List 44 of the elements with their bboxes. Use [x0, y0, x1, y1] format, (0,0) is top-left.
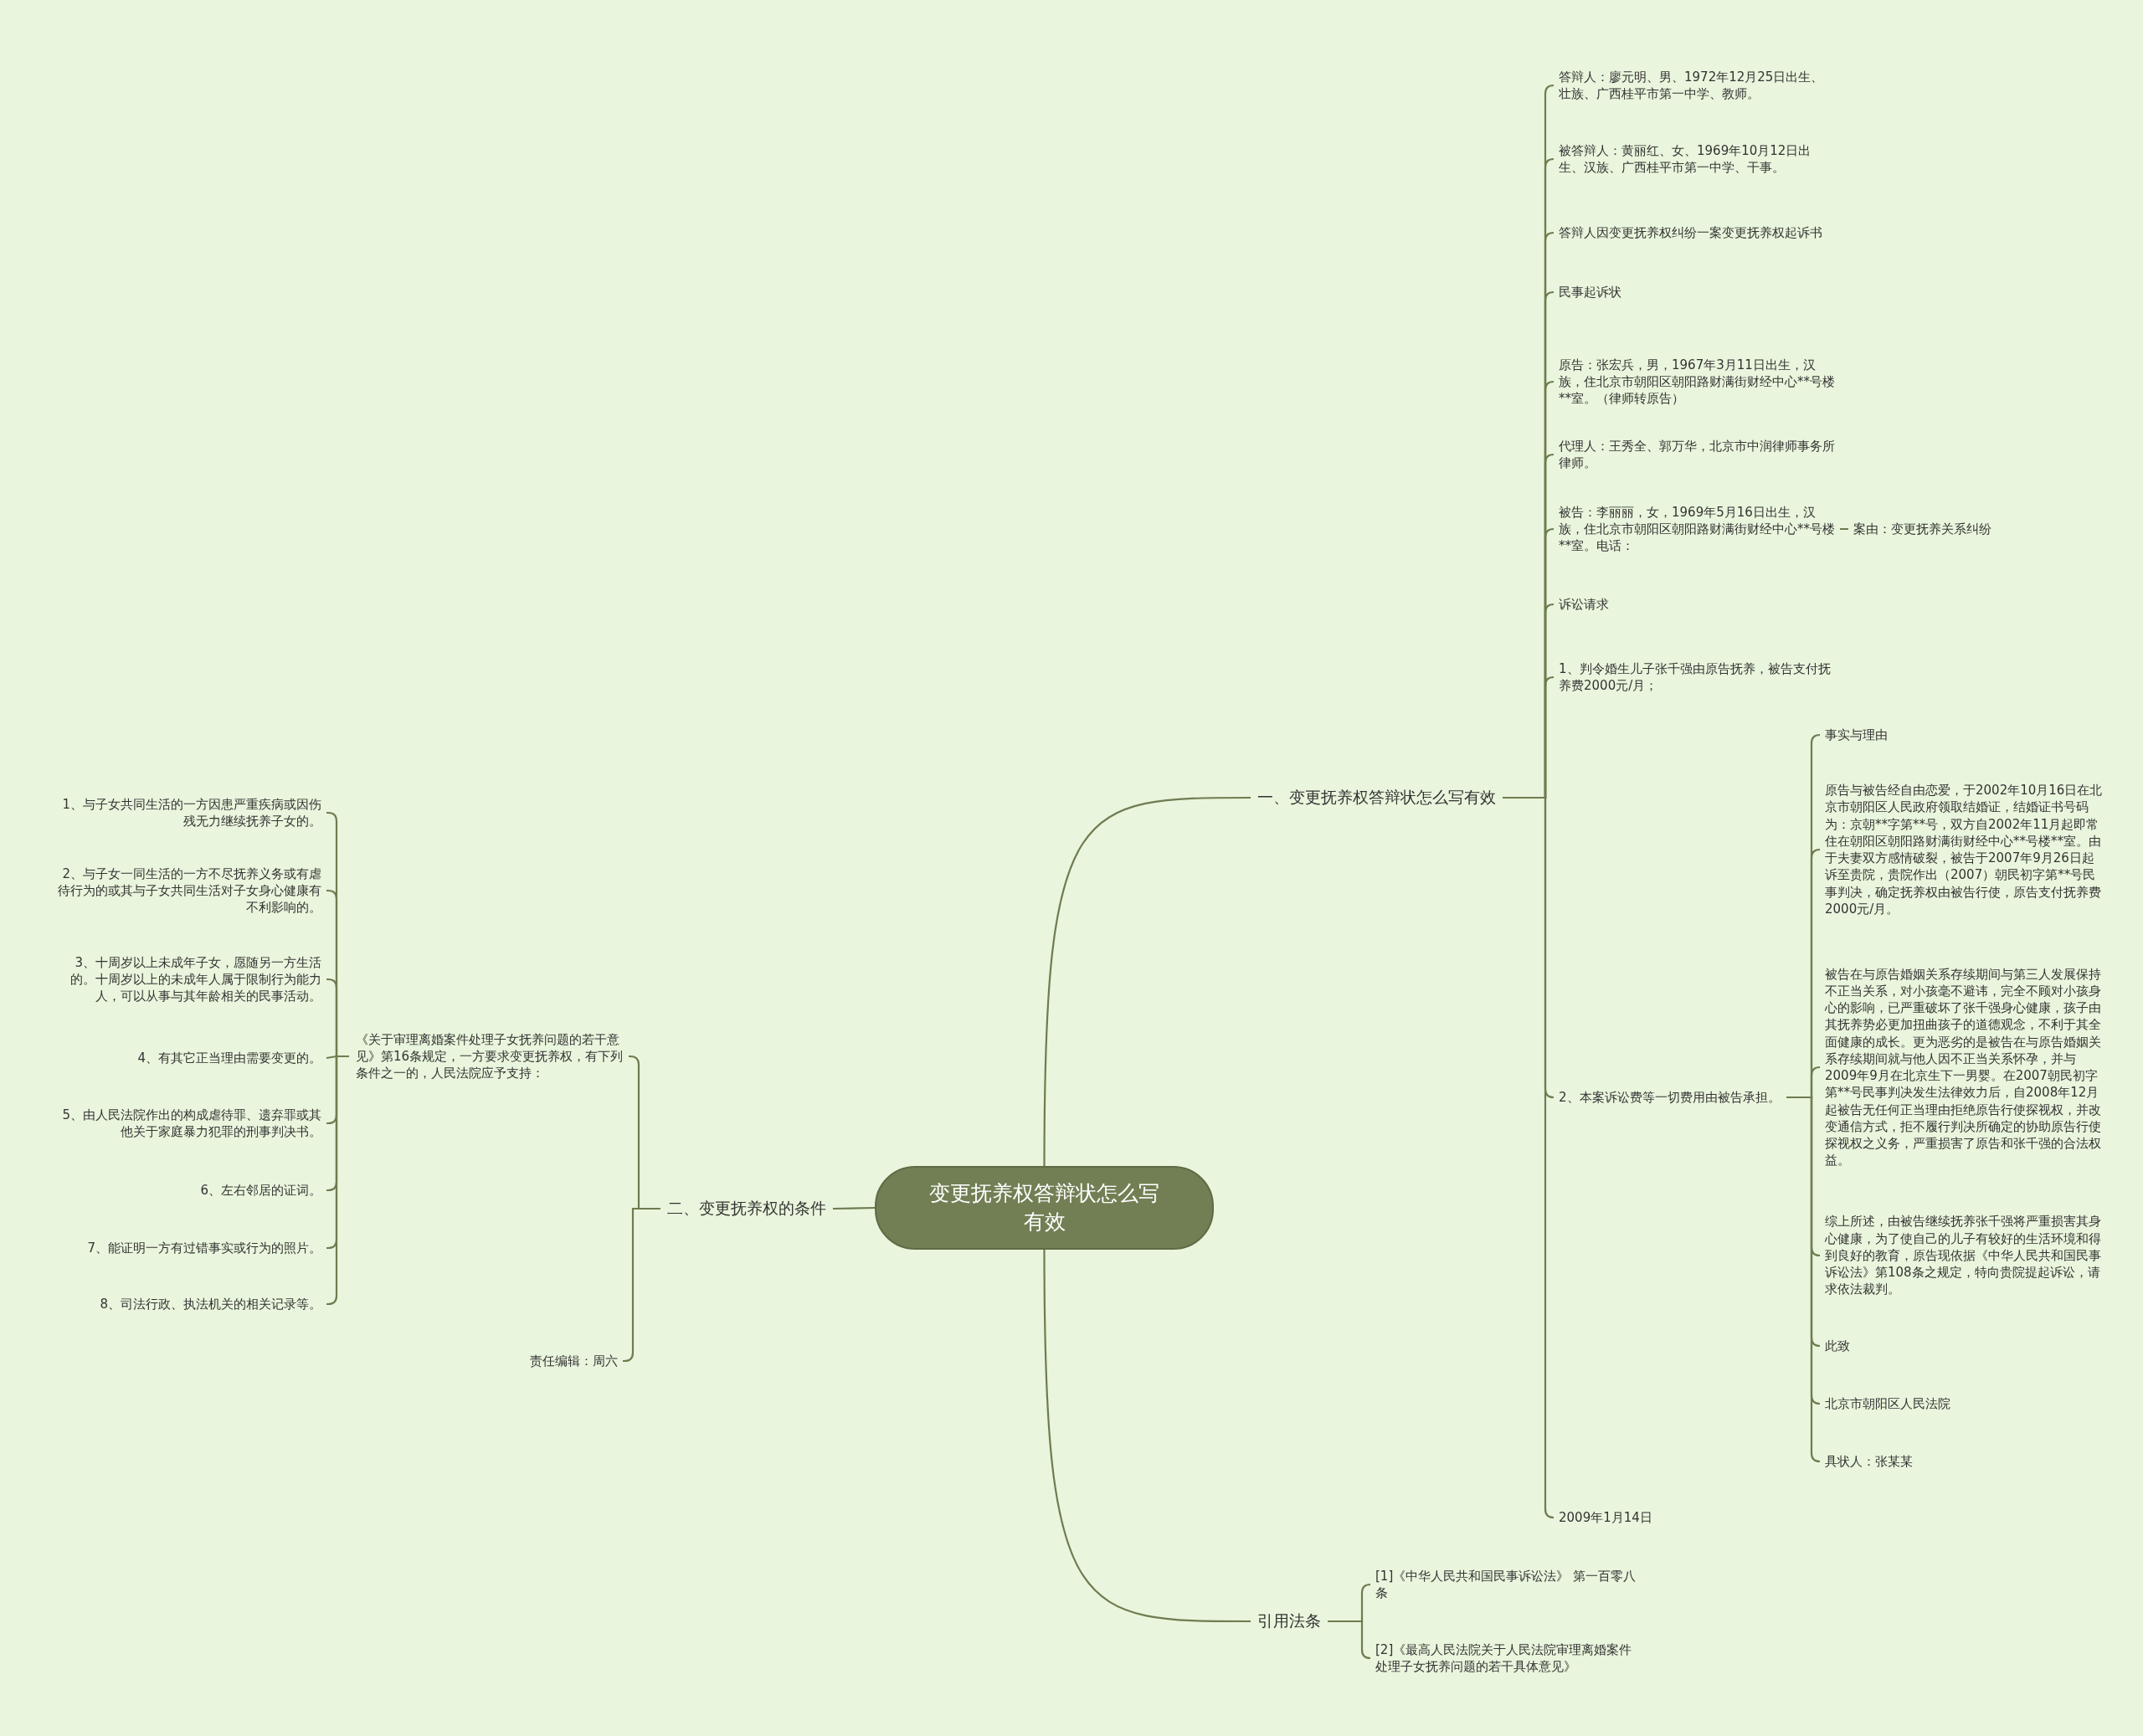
topic-text: 北京市朝阳区人民法院 — [1825, 1394, 2105, 1413]
topic-text: 答辩人因变更抚养权纠纷一案变更抚养权起诉书 — [1559, 223, 1835, 242]
topic-text: 原告与被告经自由恋爱，于2002年10月16日在北京市朝阳区人民政府领取结婚证，结婚证书号码为：京朝**字第**号，双方自2002年11月起即常住在朝阳区朝阳路财满街财经中心**号楼**室。由于夫妻双方感情破裂，被告于2007年9月26日起诉至贵院，贵院作出（2007）朝民初字第**号民事判决，确定抚养权由被告行使，原告支付抚养费2000元/月。 — [1825, 782, 2105, 917]
topic-text: 5、由人民法院作出的构成虐待罪、遗弃罪或其他关于家庭暴力犯罪的刑事判决书。 — [52, 1106, 321, 1141]
central-topic: 变更抚养权答辩状怎么写有效 — [875, 1166, 1214, 1250]
topic-text: [1]《中华人民共和国民事诉讼法》 第一百零八条 — [1375, 1567, 1643, 1602]
topic-text: [2]《最高人民法院关于人民法院审理离婚案件处理子女抚养问题的若干具体意见》 — [1375, 1641, 1643, 1676]
topic-text: 被答辩人：黄丽红、女、1969年10月12日出生、汉族、广西桂平市第一中学、干事。 — [1559, 141, 1835, 177]
topic-text: 2、本案诉讼费等一切费用由被告承担。 — [1559, 1088, 1781, 1107]
topic-text: 代理人：王秀全、郭万华，北京市中润律师事务所律师。 — [1559, 437, 1835, 472]
topic-text: 4、有其它正当理由需要变更的。 — [52, 1049, 321, 1067]
connector-line — [1503, 796, 1555, 1519]
topic-text: 6、左右邻居的证词。 — [52, 1181, 321, 1199]
topic-text: 综上所述，由被告继续抚养张千强将严重损害其身心健康，为了使自己的儿子有较好的生活环境和得到良好的教育，原告现依据《中华人民共和国民事诉讼法》第108条之规定，特向贵院提起诉讼，请求依法裁判。 — [1825, 1213, 2105, 1298]
topic-text: 此致 — [1825, 1337, 2105, 1355]
topic-text: 3、十周岁以上未成年子女，愿随另一方生活的。十周岁以上的未成年人属于限制行为能力人，可以从事与其年龄相关的民事活动。 — [52, 953, 321, 1005]
branch-topic: 引用法条 — [1257, 1610, 1321, 1632]
topic-text: 诉讼请求 — [1559, 595, 1835, 614]
connector-line — [1786, 1096, 1822, 1463]
topic-text: 1、与子女共同生活的一方因患严重疾病或因伤残无力继续抚养子女的。 — [52, 795, 321, 830]
topic-text: 答辩人：廖元明、男、1972年12月25日出生、壮族、广西桂平市第一中学、教师。 — [1559, 68, 1835, 103]
topic-text: 1、判令婚生儿子张千强由原告抚养，被告支付抚养费2000元/月； — [1559, 660, 1835, 695]
topic-text: 原告：张宏兵，男，1967年3月11日出生，汉族，住北京市朝阳区朝阳路财满街财经中心**号楼**室。（律师转原告） — [1559, 356, 1835, 408]
connector-line — [326, 1055, 349, 1306]
topic-text: 7、能证明一方有过错事实或行为的照片。 — [52, 1239, 321, 1257]
connector-line — [1838, 527, 1848, 531]
branch-topic: 二、变更抚养权的条件 — [667, 1198, 826, 1220]
topic-text: 2、与子女一同生活的一方不尽抚养义务或有虐待行为的或其与子女共同生活对子女身心健康有不利影响的。 — [52, 865, 321, 917]
topic-text: 责任编辑：周六 — [435, 1352, 618, 1370]
connector-line — [832, 1206, 876, 1210]
topic-text: 事实与理由 — [1825, 726, 2105, 744]
topic-text: 8、司法行政、执法机关的相关记录等。 — [52, 1295, 321, 1313]
connector-line — [1328, 1620, 1372, 1660]
branch-topic: 一、变更抚养权答辩状怎么写有效 — [1257, 787, 1496, 809]
topic-text: 被告在与原告婚姻关系存续期间与第三人发展保持不正当关系，对小孩毫不避讳，完全不顾对小孩身心的影响，已严重破坏了张千强身心健康，孩子由其抚养势必更加扭曲孩子的道德观念，不利于其全面健康的成长。更为恶劣的是被告在与原告婚姻关系存续期间就与他人因不正当关系怀孕，并与2009年9月在北京生下一男婴。在2007朝民初字第**号民事判决发生法律效力后，自2008年12月起被告无任何正当理由拒绝原告行使探视权，并改变通信方式，拒不履行判决所确定的协助原告行使探视权之义务，严重损害了原告和张千强的合法权益。 — [1825, 965, 2105, 1169]
connector-line — [1043, 1249, 1251, 1623]
topic-text: 《关于审理离婚案件处理子女抚养问题的若干意见》第16条规定，一方要求变更抚养权，有下列条件之一的，人民法院应予支持： — [356, 1030, 624, 1082]
topic-text: 2009年1月14日 — [1559, 1508, 1652, 1527]
topic-text: 具状人：张某某 — [1825, 1452, 2105, 1471]
connector-line — [1043, 796, 1251, 1167]
topic-text: 案由：变更抚养关系纠纷 — [1853, 520, 1991, 538]
topic-text: 被告：李丽丽，女，1969年5月16日出生，汉族，住北京市朝阳区朝阳路财满街财经中心**号楼**室。电话： — [1559, 503, 1835, 555]
topic-text: 民事起诉状 — [1559, 283, 1835, 301]
connector-line — [623, 1207, 660, 1363]
